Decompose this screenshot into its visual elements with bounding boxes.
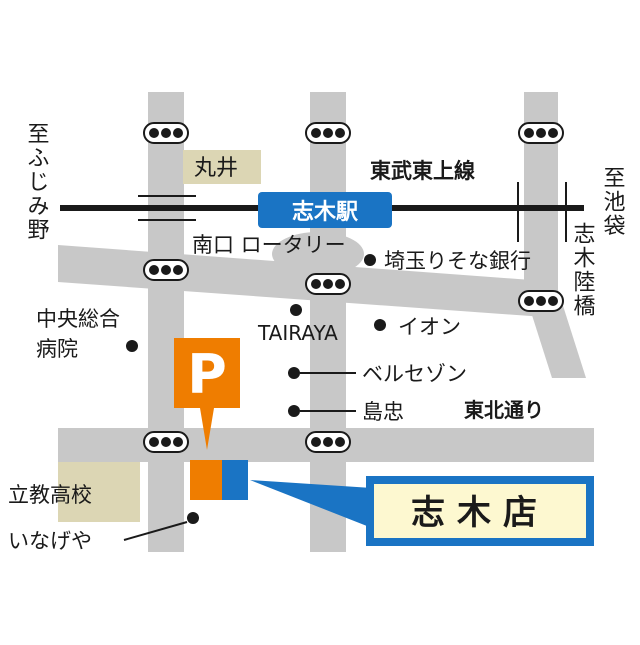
- direction-right: 至池袋: [600, 166, 626, 238]
- station-name: 志木駅: [292, 200, 358, 225]
- parking-sign-icon: P: [174, 338, 240, 450]
- store-label-box: [374, 484, 586, 538]
- label-south-exit: 南口 ロータリー: [192, 233, 346, 257]
- label-tairaya: TAIRAYA: [257, 321, 338, 345]
- label-shimachu: 島忠: [362, 400, 404, 424]
- traffic-light-icon: [305, 273, 351, 295]
- point-marker-icon: [290, 304, 302, 316]
- parking-label: P: [187, 343, 227, 406]
- point-marker-icon: [374, 319, 386, 331]
- label-rikkyo: 立教高校: [8, 483, 92, 507]
- traffic-light-icon: [143, 122, 189, 144]
- traffic-light-icon: [305, 431, 351, 453]
- building-rikkyo: [58, 462, 140, 522]
- point-marker-icon: [288, 405, 300, 417]
- label-inageya: いなげや: [8, 529, 92, 553]
- traffic-light-icon: [518, 122, 564, 144]
- callout-arrow-icon: [250, 480, 372, 528]
- station-box: [258, 192, 392, 228]
- traffic-light-icon: [518, 290, 564, 312]
- rotary: [272, 232, 364, 276]
- rail-line-name: 東武東上線: [370, 159, 475, 183]
- store-building-block: [222, 460, 248, 500]
- label-hospital-line1: 中央総合: [36, 307, 120, 331]
- point-marker-icon: [364, 254, 376, 266]
- label-marui: 丸井: [194, 156, 238, 181]
- direction-right-bottom: 志木陸橋: [570, 222, 596, 318]
- label-hospital-line2: 病院: [36, 337, 78, 361]
- store-name: 志木店: [411, 493, 549, 533]
- direction-left: 至ふじみ野: [24, 122, 50, 242]
- label-bellsezon: ベルセゾン: [362, 362, 467, 386]
- road-vertical-middle: [310, 92, 346, 552]
- traffic-lights: [143, 122, 564, 453]
- road-vertical-left: [148, 92, 184, 552]
- label-aeon: イオン: [398, 315, 461, 339]
- point-marker-icon: [288, 367, 300, 379]
- traffic-light-icon: [143, 259, 189, 281]
- road-label-east-north: 東北通り: [464, 398, 544, 422]
- point-marker-icon: [187, 512, 199, 524]
- label-resona: 埼玉りそな銀行: [384, 249, 531, 273]
- store-parking-block: [190, 460, 222, 500]
- point-marker-icon: [126, 340, 138, 352]
- traffic-light-icon: [305, 122, 351, 144]
- building-marui: [183, 150, 261, 184]
- traffic-light-icon: [143, 431, 189, 453]
